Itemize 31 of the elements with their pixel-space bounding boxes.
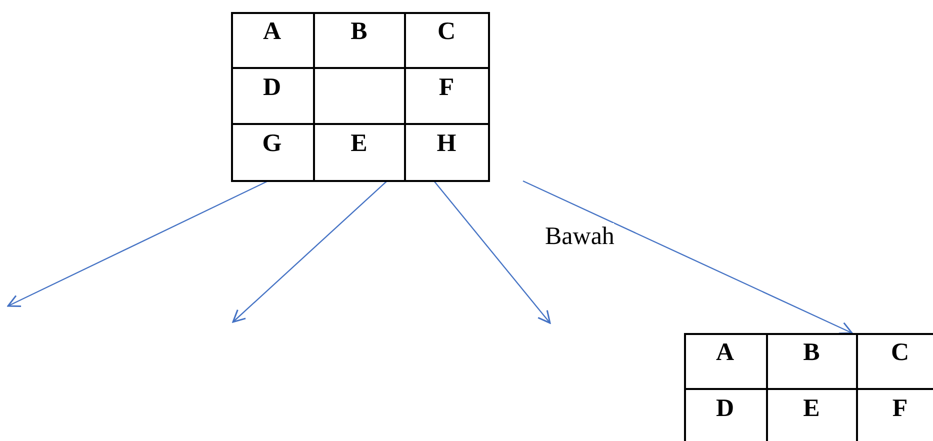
cell-letter: E — [350, 130, 368, 158]
table-cell — [684, 333, 768, 390]
table-cell — [405, 124, 490, 182]
table-cell — [405, 68, 490, 125]
table-cell — [231, 68, 315, 125]
arrow — [7, 180, 268, 307]
cell-letter: B — [350, 18, 368, 46]
table-cell — [405, 12, 490, 69]
table-cell — [314, 124, 406, 182]
table-cell — [767, 333, 858, 390]
cell-letter: D — [716, 395, 734, 422]
table-cell — [231, 12, 315, 69]
cell-letter: H — [436, 130, 456, 158]
cell-letter: C — [890, 339, 910, 366]
cell-letter: A — [716, 339, 734, 366]
cell-letter: B — [803, 339, 820, 366]
cell-letter: D — [262, 74, 282, 102]
arrow — [522, 180, 853, 334]
cell-letter: G — [262, 130, 282, 158]
arrow — [434, 180, 551, 324]
table-grid — [684, 333, 933, 441]
cell-letter: E — [803, 395, 820, 422]
cell-letter: C — [437, 18, 456, 46]
cell-letter: F — [438, 74, 454, 102]
table-cell — [314, 12, 406, 69]
table-cell — [314, 68, 406, 125]
arrow — [232, 180, 388, 323]
cell-letter: A — [262, 18, 282, 46]
cell-letter: F — [892, 395, 908, 422]
table-grid — [231, 12, 489, 181]
table-cell — [231, 124, 315, 182]
